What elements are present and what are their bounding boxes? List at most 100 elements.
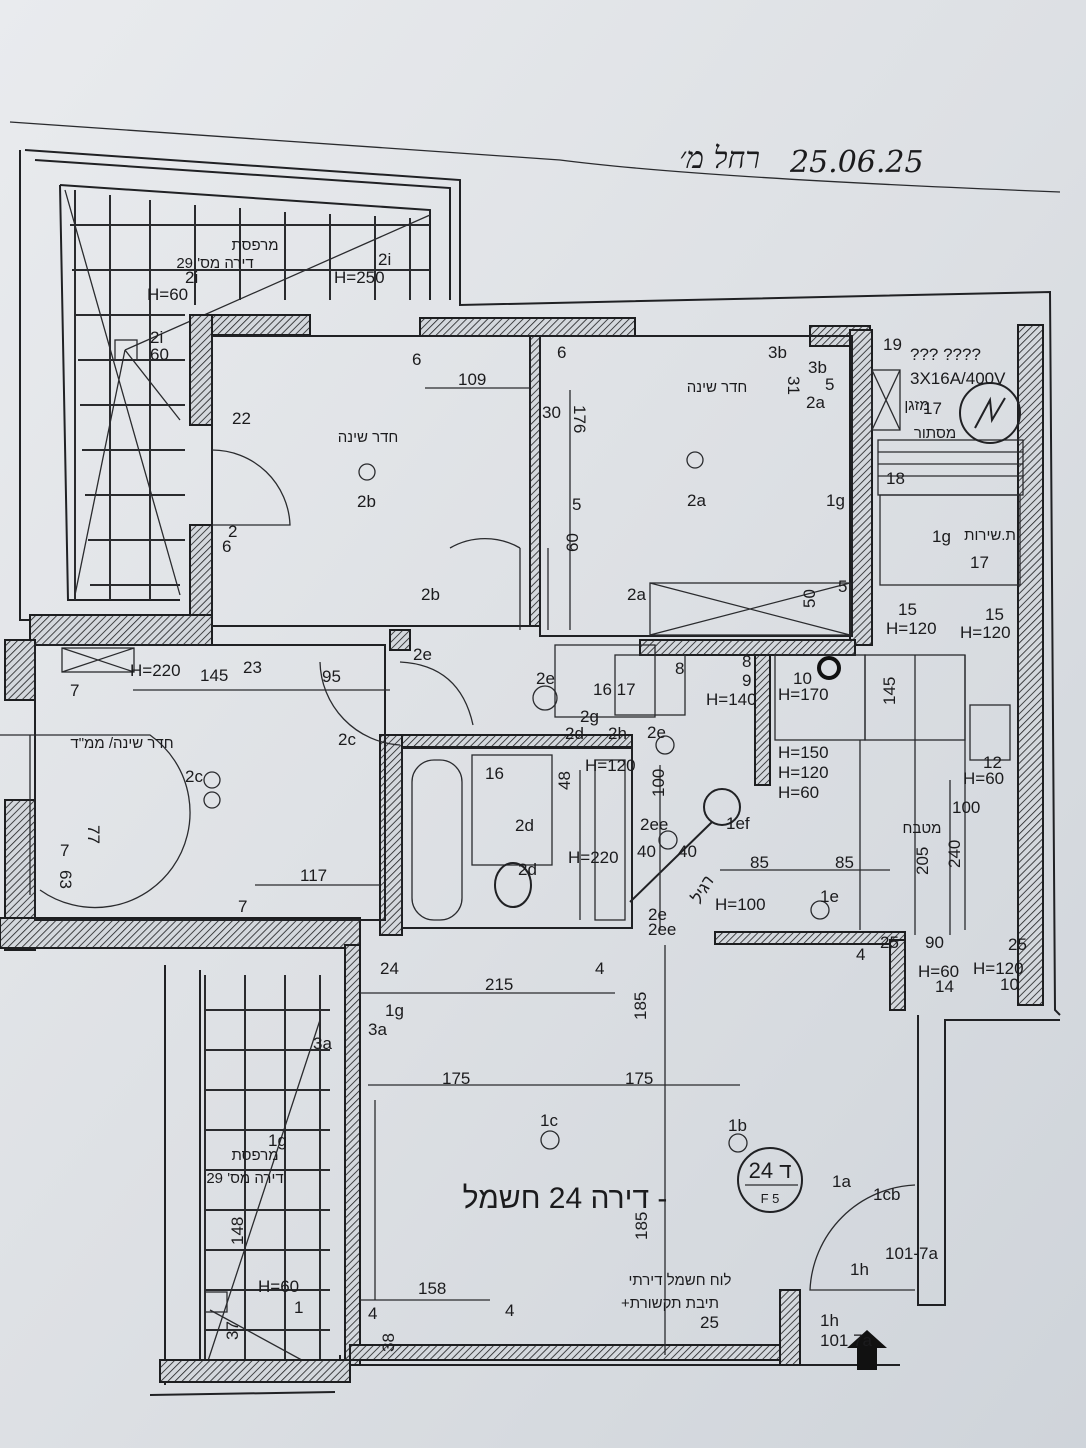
- circuit-label: H=60: [258, 1277, 299, 1296]
- circuit-label: 1cb: [873, 1185, 900, 1204]
- dimension-lines: [133, 387, 951, 1355]
- room-label-ac-cover: מסתור: [914, 425, 956, 442]
- circuit-label: H=120: [585, 756, 636, 775]
- circuit-label: 1g: [826, 491, 845, 510]
- circuit-label: 1a: [832, 1172, 851, 1191]
- circuit-label: H=60: [963, 769, 1004, 788]
- circuit-label: 60: [150, 345, 169, 364]
- date-text: 25.06.25: [789, 145, 924, 180]
- circuit-label: 2e: [536, 669, 555, 688]
- circuit-label: H=150: [778, 743, 829, 762]
- stamp-top: ד 24: [749, 1158, 792, 1183]
- circuit-label: 1h: [820, 1311, 839, 1330]
- circuit-label: 1: [294, 1298, 303, 1317]
- ceiling-light-icon: [728, 1133, 748, 1153]
- circuit-label: 175: [625, 1069, 653, 1088]
- circuit-label: 3a: [313, 1034, 332, 1053]
- panel-note-line2: +תיבת תקשורת: [621, 1295, 719, 1312]
- circuit-label: 17: [923, 399, 942, 418]
- circuit-label: 1g: [932, 527, 951, 546]
- room-label-service: ת.שירות: [964, 527, 1016, 544]
- circuit-label: 148: [228, 1217, 247, 1245]
- circuit-label: 85: [835, 853, 854, 872]
- circuit-label: 2: [228, 522, 237, 541]
- circuit-label: 4: [856, 945, 865, 964]
- circuit-label: H=140: [706, 690, 757, 709]
- circuit-label: 3b: [768, 343, 787, 362]
- circuit-label: 185: [632, 1212, 651, 1240]
- circuit-label: 5: [838, 577, 847, 596]
- circuit-label: 63: [56, 870, 75, 889]
- circuit-label: 6: [222, 537, 231, 556]
- circuit-label: 19: [883, 335, 902, 354]
- circuit-label: 2e: [648, 905, 667, 924]
- circuit-label: 2g: [580, 707, 599, 726]
- circuit-label: 240: [945, 840, 964, 868]
- circuit-label: 3b: [808, 358, 827, 377]
- circuit-label: 3a: [368, 1020, 387, 1039]
- circuit-label: 85: [750, 853, 769, 872]
- circuit-label: H=250: [334, 268, 385, 287]
- room-label-balcony-top-apt: דירה מס' 29: [176, 255, 253, 272]
- circuit-label: 4: [368, 1304, 377, 1323]
- circuit-label: H=220: [130, 661, 181, 680]
- circuit-label: H=60: [147, 285, 188, 304]
- circuit-label: 2b: [357, 492, 376, 511]
- ceiling-light-icon: [358, 463, 376, 481]
- room-label-bedroom-right: חדר שינה: [687, 379, 748, 396]
- circuit-label: 2e: [413, 645, 432, 664]
- circuit-label: 5: [825, 375, 834, 394]
- circuit-label: 14: [935, 977, 954, 996]
- circuit-label: 185: [631, 992, 650, 1020]
- circuit-label: 15: [985, 605, 1004, 624]
- ceiling-light-icon: [203, 791, 221, 809]
- entrance-arrow-icon: [847, 1330, 887, 1370]
- circuit-label: 1c: [540, 1111, 558, 1130]
- circuit-label: 5: [572, 495, 581, 514]
- circuit-label: 2a: [627, 585, 646, 604]
- circuit-label: 2a: [687, 491, 706, 510]
- circuit-label: 7: [70, 681, 79, 700]
- circuit-label: 25: [1008, 935, 1027, 954]
- circuit-label: 10: [1000, 975, 1019, 994]
- stamp-bottom: F 5: [761, 1191, 780, 1206]
- circuit-label: 6: [412, 350, 421, 369]
- circuit-label: 24: [380, 959, 399, 978]
- circuit-label: 40: [678, 842, 697, 861]
- circuit-label: 101 7a: [820, 1331, 873, 1350]
- circuit-label: H=220: [568, 848, 619, 867]
- room-label-safe-room: חדר שינה/ ממ"ד: [70, 735, 173, 752]
- circuit-label: 2d: [515, 816, 534, 835]
- circuit-label: 6: [557, 343, 566, 362]
- circuit-label: 10: [793, 669, 812, 688]
- circuit-label: H=120: [886, 619, 937, 638]
- circuit-label: 101-7a: [885, 1244, 938, 1263]
- ceiling-light-icon: [532, 685, 558, 711]
- circuit-label: 2ee: [640, 815, 668, 834]
- apartment-stamp: ד 24 F 5: [737, 1147, 803, 1213]
- ceiling-light-icon: [540, 1130, 560, 1150]
- circuit-label: 22: [232, 409, 251, 428]
- ceiling-light-icon: [203, 771, 221, 789]
- room-label-ac: מזגן: [904, 397, 929, 414]
- circuit-label: 25: [700, 1313, 719, 1332]
- circuit-label: 30: [542, 403, 561, 422]
- circuit-label: 1g: [268, 1131, 287, 1150]
- circuit-label: 1h: [850, 1260, 869, 1279]
- circuit-label: 117: [300, 866, 327, 885]
- circuit-label: 2d: [565, 724, 584, 743]
- circuit-label: 2i: [150, 328, 163, 347]
- circuit-label: H=120: [960, 623, 1011, 642]
- circuit-label: 1b: [728, 1116, 747, 1135]
- circuit-label: 38: [379, 1333, 398, 1352]
- circuit-label: 16 17: [593, 680, 636, 699]
- circuit-label: 4: [595, 959, 604, 978]
- circuit-label: 9: [742, 671, 751, 690]
- circuit-label: H=120: [973, 959, 1024, 978]
- circuit-label: 90: [925, 933, 944, 952]
- circuit-label: 2c: [185, 767, 203, 786]
- ac-spec: 3X16A/400V: [910, 369, 1006, 388]
- circuit-label: 7: [60, 841, 69, 860]
- room-label-bedroom-left: חדר שינה: [338, 429, 399, 446]
